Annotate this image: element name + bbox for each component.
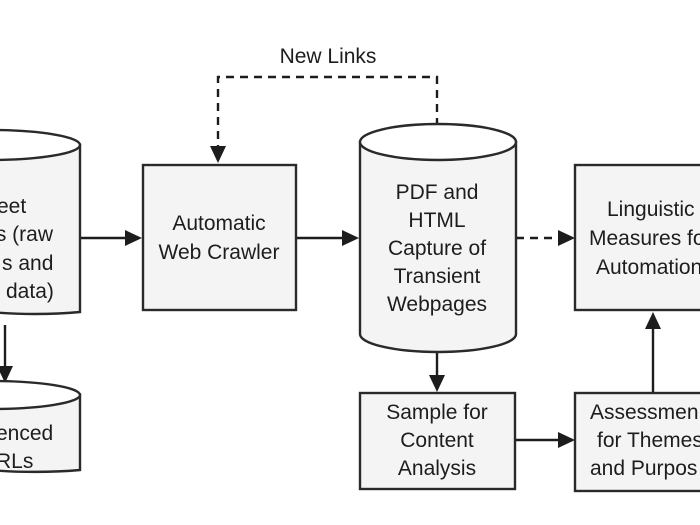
arrowhead-sample-to-assessment	[558, 432, 575, 448]
arrowhead-capture-to-sample	[429, 375, 445, 392]
tweet-datasets-line-3: s and	[2, 252, 53, 275]
tweet-datasets-line-2: ts (raw	[0, 223, 54, 246]
content-sample-line-2: Content	[400, 429, 474, 452]
node-content-sample: Sample for Content Analysis	[358, 391, 517, 491]
edge-new-links-loop	[216, 75, 439, 148]
arrowhead-crawler-to-capture	[342, 230, 359, 246]
webpage-capture-line-4: Transient	[394, 265, 481, 288]
tweet-datasets-line-1: reet	[0, 195, 26, 218]
content-sample-line-3: Analysis	[398, 457, 476, 480]
assessment-line-1: Assessmen	[590, 401, 699, 424]
webpage-capture-line-1: PDF and	[396, 181, 479, 204]
tweet-datasets-line-4: data)	[6, 280, 54, 303]
web-crawler-line-1: Automatic	[172, 212, 265, 235]
webpage-capture-line-5: Webpages	[387, 293, 487, 316]
edges	[0, 75, 661, 448]
node-linguistic-measures: Linguistic Measures fo Automation	[573, 163, 700, 312]
assessment-line-3: and Purpos	[590, 457, 697, 480]
node-web-crawler: Automatic Web Crawler	[141, 163, 298, 312]
arrowhead-tweets-to-urls	[0, 366, 13, 383]
referenced-urls-line-1: enced	[0, 422, 53, 445]
node-tweet-datasets: reet ts (raw s and data)	[0, 128, 82, 316]
node-assessment: Assessmen for Themes and Purpos	[573, 391, 700, 493]
linguistic-measures-line-2: Measures fo	[589, 227, 700, 250]
new-links-label: New Links	[280, 45, 377, 68]
arrowhead-tweets-to-crawler	[125, 230, 142, 246]
content-sample-line-1: Sample for	[386, 401, 488, 424]
node-webpage-capture: PDF and HTML Capture of Transient Webpag…	[358, 122, 518, 354]
arrowhead-assessment-to-linguistic	[645, 312, 661, 329]
webpage-capture-line-3: Capture of	[388, 237, 486, 260]
referenced-urls-line-2: RLs	[0, 450, 33, 473]
arrowhead-new-links	[210, 146, 226, 163]
linguistic-measures-line-3: Automation	[596, 256, 700, 279]
assessment-line-2: for Themes	[597, 429, 700, 452]
node-referenced-urls: enced RLs	[0, 379, 82, 474]
arrowhead-capture-to-linguistic	[558, 230, 575, 246]
webpage-capture-line-2: HTML	[408, 209, 465, 232]
web-crawler-line-2: Web Crawler	[159, 241, 280, 264]
linguistic-measures-line-1: Linguistic	[607, 198, 695, 221]
